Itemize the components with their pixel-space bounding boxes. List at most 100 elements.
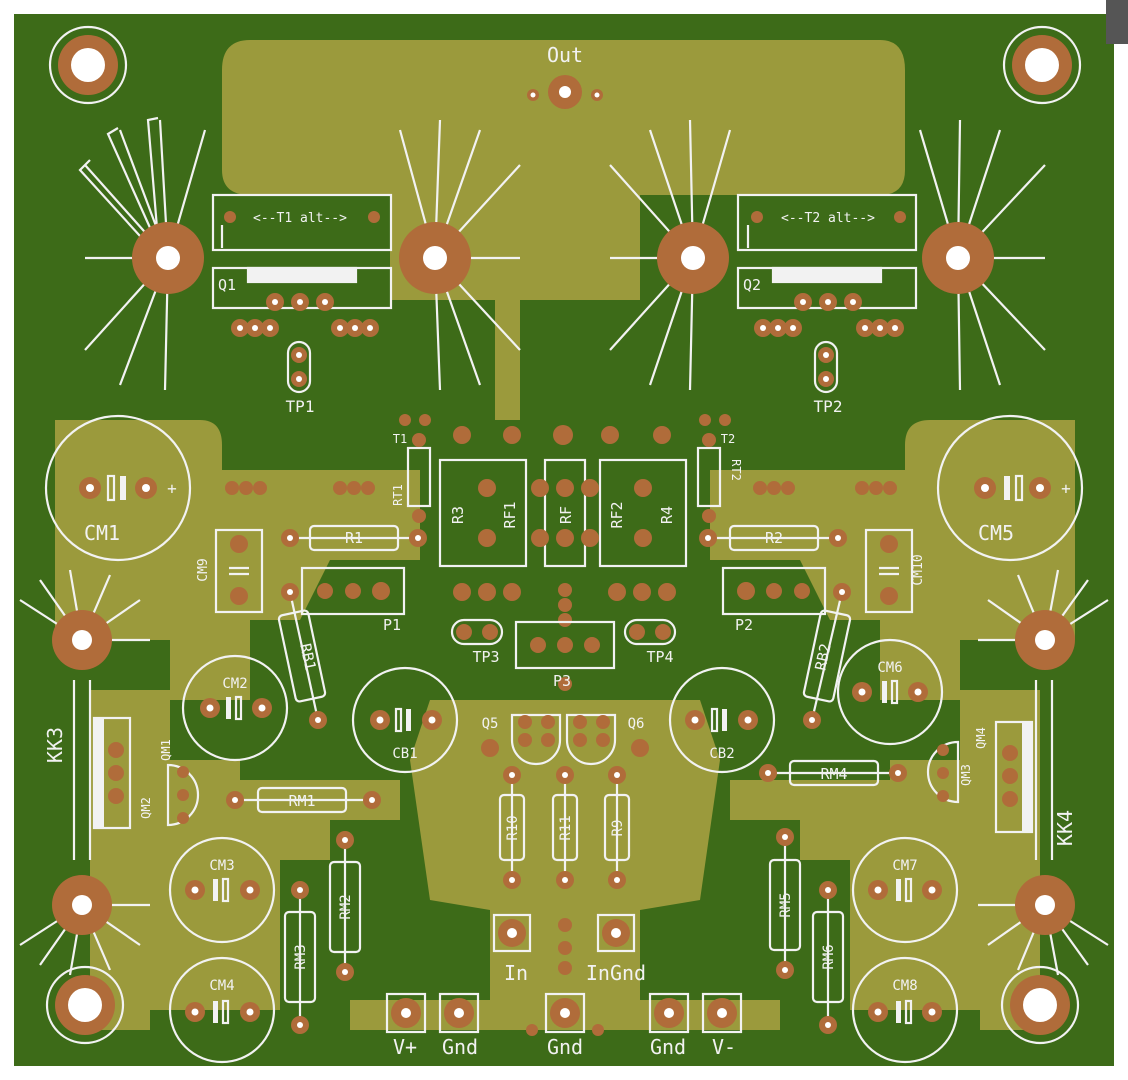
label-rt1: RT1 <box>391 484 405 506</box>
label-cm6: CM6 <box>877 660 902 676</box>
label-rm5: RM5 <box>778 892 794 917</box>
label-rm1: RM1 <box>288 792 315 810</box>
label-r4: R4 <box>658 506 676 524</box>
rm3-resistor <box>283 881 317 1034</box>
label-rt2: RT2 <box>729 459 743 481</box>
rt2-thermistor <box>696 414 731 523</box>
mounting-hole-br <box>1000 965 1080 1045</box>
ingnd-connector <box>558 913 636 975</box>
misc-pads-left <box>225 481 375 495</box>
p2-trimmer <box>721 566 827 616</box>
r11-resistor <box>551 766 579 889</box>
label-p2: P2 <box>735 616 753 634</box>
label-kk3: KK3 <box>43 727 67 763</box>
tp4-pads <box>623 618 677 646</box>
qm3-qm4-transistors <box>926 740 960 804</box>
label-rm2: RM2 <box>338 894 354 919</box>
vplus-connector <box>385 992 427 1034</box>
heatsink-kk4 <box>978 569 1109 976</box>
tp2-pads <box>813 340 839 394</box>
vminus-connector <box>701 992 743 1034</box>
label-cb2: CB2 <box>709 746 734 762</box>
label-gnd-left: Gnd <box>442 1035 478 1059</box>
rm6-resistor <box>811 881 845 1034</box>
label-p1: P1 <box>383 616 401 634</box>
label-vplus: V+ <box>393 1035 417 1059</box>
label-cm5-plus: + <box>1061 479 1071 498</box>
cb1-capacitor <box>351 666 459 774</box>
cm9-capacitor <box>214 528 264 614</box>
label-cm7: CM7 <box>892 858 917 874</box>
label-cm8: CM8 <box>892 978 917 994</box>
label-out: Out <box>547 43 583 67</box>
label-cm1: CM1 <box>84 521 120 545</box>
label-kk4: KK4 <box>1053 810 1077 846</box>
rt1-thermistor <box>399 414 432 523</box>
label-q5: Q5 <box>482 716 499 732</box>
in-connector <box>492 913 532 953</box>
label-q6: Q6 <box>628 716 645 732</box>
rm2-resistor <box>328 831 362 981</box>
cb2-capacitor <box>668 666 776 774</box>
label-gnd-right: Gnd <box>650 1035 686 1059</box>
q5-q6-pair <box>481 713 649 766</box>
label-r11: R11 <box>558 815 574 840</box>
label-in: In <box>504 961 528 985</box>
cm1-capacitor <box>44 414 192 562</box>
rm5-resistor <box>768 828 802 979</box>
label-qm1: QM1 <box>159 739 173 761</box>
label-t1: T1 <box>393 432 407 446</box>
label-qm2: QM2 <box>139 797 153 819</box>
center-feedback-block <box>438 425 688 627</box>
label-tp1: TP1 <box>286 397 315 416</box>
cm4-capacitor <box>168 956 276 1064</box>
label-rf: RF <box>557 506 575 524</box>
cm7-capacitor <box>851 836 959 944</box>
rm1-resistor <box>226 786 381 814</box>
heatsink-mount-pads <box>52 222 1075 935</box>
r9-resistor <box>603 766 631 889</box>
label-cm3: CM3 <box>209 858 234 874</box>
silkscreen-labels: Out <--T1 alt--> <--T2 alt--> Q1 Q2 TP1 … <box>43 43 1077 1059</box>
tp3-pads <box>450 618 504 646</box>
corner-tab <box>1106 0 1128 44</box>
gnd-left-connector <box>438 992 480 1034</box>
label-cb1: CB1 <box>392 746 417 762</box>
rb1-resistor <box>277 583 327 729</box>
cm8-capacitor <box>851 956 959 1064</box>
label-rm3: RM3 <box>293 944 309 969</box>
label-r3: R3 <box>449 506 467 524</box>
r10-resistor <box>498 766 526 889</box>
t-alt-pads <box>220 211 906 248</box>
mounting-hole-tl <box>48 25 128 105</box>
gnd-center-connector <box>526 992 604 1036</box>
label-r1: R1 <box>345 529 363 547</box>
label-rf2: RF2 <box>608 501 626 528</box>
label-rm4: RM4 <box>820 765 847 783</box>
label-cm5: CM5 <box>978 521 1014 545</box>
p1-trimmer <box>300 566 406 616</box>
label-t2-alt: <--T2 alt--> <box>781 211 875 226</box>
qm1-qm2-transistors <box>166 763 200 827</box>
label-q2: Q2 <box>743 276 761 294</box>
q1-pads <box>231 293 379 337</box>
label-cm9: CM9 <box>196 558 211 581</box>
label-q1: Q1 <box>218 276 236 294</box>
label-tp2: TP2 <box>814 397 843 416</box>
cm2-capacitor <box>181 654 289 762</box>
label-cm4: CM4 <box>209 978 234 994</box>
misc-pads-right <box>753 481 897 495</box>
label-gnd-center: Gnd <box>547 1035 583 1059</box>
label-rb2: RB2 <box>811 642 834 672</box>
label-p3: P3 <box>553 672 571 690</box>
label-rm6: RM6 <box>821 944 837 969</box>
mounting-hole-bl <box>45 965 125 1045</box>
cm3-capacitor <box>168 836 276 944</box>
mounting-hole-tr <box>1002 25 1082 105</box>
label-vminus: V- <box>712 1035 736 1059</box>
label-rf1: RF1 <box>501 501 519 528</box>
heatsink-q2-left <box>609 119 732 391</box>
label-ingnd: InGnd <box>586 961 646 985</box>
label-r9: R9 <box>610 820 626 837</box>
